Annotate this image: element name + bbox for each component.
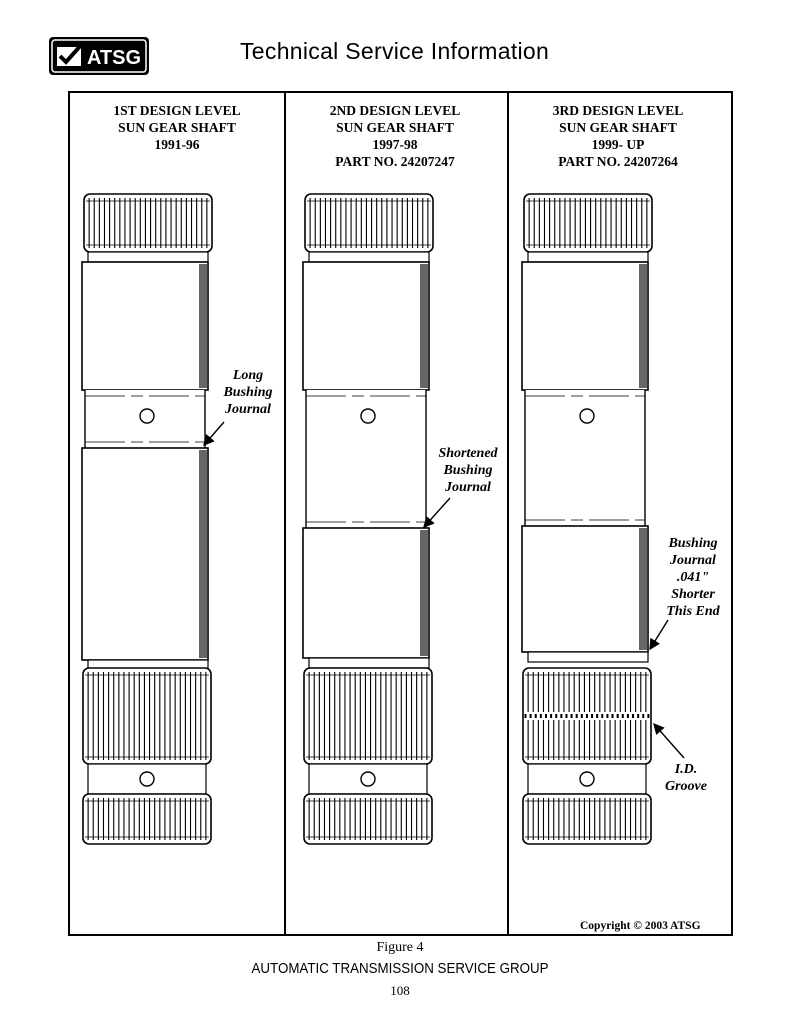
copyright-notice: Copyright © 2003 ATSG (580, 920, 701, 932)
arrow-shorter-end (649, 619, 669, 651)
arrow-long-journal (203, 421, 225, 447)
shaft-1-oil-hole-upper (139, 408, 155, 424)
shaft-3-oil-hole-lower (579, 771, 595, 787)
callout-id-groove: I.D.Groove (665, 762, 707, 794)
shaft-1-oil-hole-lower (139, 771, 155, 787)
shaft-1-end-spline (82, 793, 212, 845)
shaft-3-bushing-journal (521, 525, 649, 653)
shaft-2-lower-spline (303, 667, 433, 765)
atsg-logo: ATSG (49, 37, 149, 75)
shaft-2-oil-hole-lower (360, 771, 376, 787)
shaft-2-upper-journal (302, 261, 430, 391)
shaft-3-oil-hole-upper (579, 408, 595, 424)
footer-organization: AUTOMATIC TRANSMISSION SERVICE GROUP (251, 961, 549, 977)
shaft-3-upper-journal (521, 261, 649, 391)
column-divider-1 (284, 91, 286, 936)
shaft-2-bushing-journal (302, 527, 430, 659)
shaft-1-upper-journal (81, 261, 209, 391)
shaft-3-top-spline (523, 193, 653, 253)
shaft-2-end-spline (303, 793, 433, 845)
column-divider-2 (507, 91, 509, 936)
page-title: Technical Service Information (240, 38, 550, 64)
figure-frame (68, 91, 733, 936)
shaft-1-top-spline (83, 193, 213, 253)
shaft-2-top-spline (304, 193, 434, 253)
arrow-id-groove (653, 722, 685, 759)
shaft-1-lower-spline (82, 667, 212, 765)
shaft-1-bushing-journal (81, 447, 209, 661)
shaft-3-end-spline (522, 793, 652, 845)
logo-text: ATSG (87, 47, 141, 69)
figure-label: Figure 4 (376, 940, 424, 955)
page-number: 108 (390, 983, 410, 998)
arrow-shortened-journal (423, 497, 451, 529)
shaft-2-oil-hole-upper (360, 408, 376, 424)
